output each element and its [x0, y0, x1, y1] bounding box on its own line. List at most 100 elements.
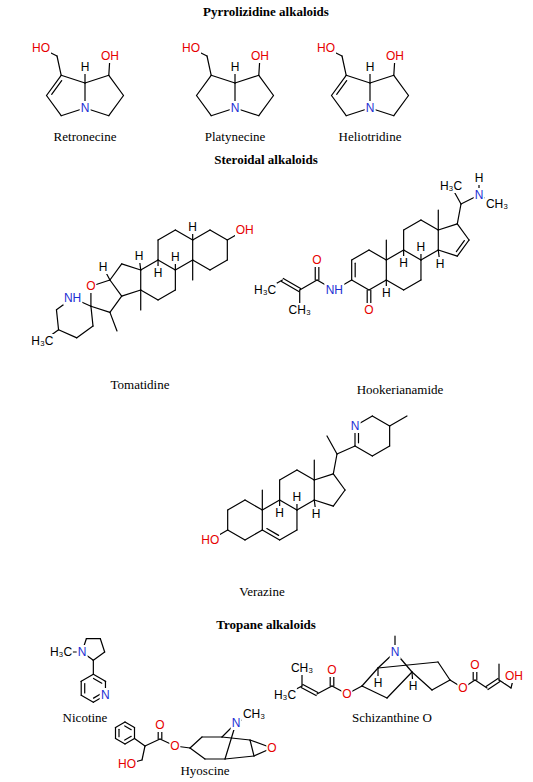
- atom-label: O: [311, 253, 322, 267]
- atom-label: H: [365, 60, 376, 74]
- molecule-skeleton: [210, 416, 407, 540]
- bond-line: [134, 728, 135, 739]
- bond-line: [158, 290, 175, 300]
- bond-line: [192, 260, 193, 280]
- atom-label: H: [311, 507, 322, 521]
- bond-line: [370, 75, 394, 83]
- compound-name: Platynecine: [205, 129, 266, 145]
- atom-label: NH: [325, 283, 344, 297]
- bond-line: [81, 674, 93, 681]
- bond-line: [145, 739, 160, 746]
- bond-line: [438, 250, 457, 256]
- atom-label: N: [350, 419, 361, 433]
- bond-line: [228, 500, 245, 510]
- atom-label: CH₃: [290, 661, 314, 675]
- atom-label: H: [187, 220, 198, 234]
- bond-line: [314, 480, 315, 500]
- bond-line: [438, 230, 439, 250]
- compound-name: Hyoscine: [180, 763, 229, 779]
- bond-line: [109, 96, 124, 116]
- bond-line: [457, 224, 469, 240]
- molecule-skeleton: [116, 714, 273, 764]
- molecule-skeleton: [42, 227, 244, 341]
- bond-line: [498, 664, 499, 680]
- bond-line: [332, 75, 347, 95]
- bond-line: [259, 96, 274, 116]
- atom-label: OH: [100, 49, 120, 63]
- atom-label: H₃C: [253, 283, 277, 297]
- compound-name: Hookerianamide: [357, 382, 444, 398]
- atom-label: O: [341, 687, 352, 701]
- bond-line: [190, 748, 205, 759]
- atom-label: O: [469, 658, 480, 672]
- bond-line: [394, 96, 409, 116]
- atom-label: O: [457, 681, 468, 695]
- atom-label: O: [266, 741, 277, 755]
- bond-line: [337, 81, 347, 95]
- atom-label: H: [416, 240, 427, 254]
- bond-line: [175, 270, 176, 290]
- bond-line: [109, 75, 124, 95]
- atom-label: CH₃: [288, 303, 312, 317]
- atom-label: HO: [117, 757, 137, 771]
- atom-label: H: [474, 171, 485, 185]
- bond-line: [438, 224, 457, 230]
- bond-line: [56, 310, 58, 330]
- bond-line: [438, 210, 439, 230]
- atom-label: H₃C: [30, 334, 54, 348]
- bond-line: [210, 230, 227, 240]
- bond-line: [190, 737, 202, 748]
- bond-line: [250, 740, 254, 756]
- bond-line: [245, 530, 262, 540]
- bond-line: [57, 56, 61, 75]
- bond-line: [403, 230, 404, 250]
- atom-label: H: [408, 679, 419, 693]
- bond-line: [267, 529, 279, 536]
- bond-line: [118, 729, 119, 736]
- bond-line: [192, 240, 193, 260]
- bond-line: [280, 530, 297, 540]
- bond-line: [157, 240, 158, 260]
- atom-label: H: [170, 250, 181, 264]
- atom-label: O: [85, 279, 96, 293]
- bond-line: [205, 758, 225, 759]
- bond-line: [303, 684, 318, 692]
- bond-line: [333, 474, 345, 490]
- atom-label: H: [398, 256, 409, 270]
- bond-line: [94, 678, 102, 683]
- bond-line: [301, 688, 316, 696]
- molecule-skeleton: [41, 48, 124, 116]
- atom-label: OH: [385, 49, 405, 63]
- bond-line: [420, 260, 421, 280]
- bond-line: [352, 250, 369, 260]
- bond-line: [211, 75, 235, 83]
- atom-label: H: [435, 257, 446, 271]
- bond-line: [91, 306, 93, 326]
- bond-line: [421, 220, 438, 230]
- atom-label: H₃C: [273, 688, 297, 702]
- bond-line: [372, 446, 389, 456]
- compound-name: Nicotine: [63, 710, 108, 726]
- section-heading: Pyrrolizidine alkaloids: [203, 4, 329, 20]
- bond-line: [110, 296, 122, 312]
- compound-name: Verazine: [239, 584, 284, 600]
- bond-line: [81, 681, 82, 695]
- bond-line: [297, 470, 314, 480]
- atom-label: O: [326, 663, 337, 677]
- bond-line: [262, 490, 263, 510]
- bond-line: [81, 695, 93, 702]
- bond-line: [61, 75, 85, 83]
- compound-name: Schizanthine O: [352, 710, 432, 726]
- bond-line: [404, 220, 421, 230]
- bond-line: [457, 204, 461, 224]
- bond-line: [47, 96, 62, 116]
- bond-line: [84, 684, 85, 694]
- atom-label: N: [474, 188, 485, 202]
- bond-line: [235, 75, 259, 83]
- molecule-skeleton: [326, 48, 409, 116]
- atom-label: CH₃: [485, 197, 509, 211]
- bond-line: [77, 326, 93, 338]
- atom-label: N: [100, 688, 111, 702]
